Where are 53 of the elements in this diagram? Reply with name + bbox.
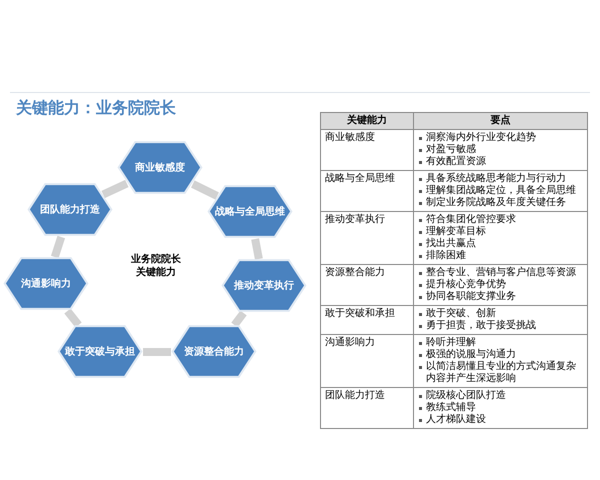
hexagon-node [221, 259, 307, 313]
connector-bar [101, 180, 129, 198]
bullet-item: 具备系统战略思考能力与行动力 [418, 173, 583, 185]
connector-bar [50, 236, 66, 258]
hexagon-label: 商业敏感度 [134, 162, 186, 174]
bullet-item: 院级核心团队打造 [418, 390, 583, 402]
hexagon-label: 团队能力打造 [39, 204, 101, 216]
bullet-item: 提升核心竞争优势 [418, 279, 583, 291]
page-title: 关键能力：业务院院长 [16, 98, 176, 119]
table-cell: 沟通影响力 [320, 334, 414, 388]
center-label: 业务院院长关键能力 [130, 253, 182, 279]
bullet-item: 整合专业、营销与客户信息等资源 [418, 267, 583, 279]
bullet-item: 找出共赢点 [418, 238, 583, 250]
hexagon-node [57, 325, 143, 379]
table-cell: 团队能力打造 [320, 388, 414, 428]
bullet-item: 人才梯队建设 [418, 414, 583, 426]
bullet-item: 教练式辅导 [418, 402, 583, 414]
hexagon-label: 敢于突破与承担 [65, 346, 135, 358]
bullet-item: 聆听并理解 [418, 337, 583, 349]
hexagon-node [117, 141, 203, 195]
bullet-item: 协同各职能支撑业务 [418, 291, 583, 303]
hexagon-node [3, 257, 89, 311]
connector-bar [231, 310, 247, 328]
hexagon-node [171, 325, 257, 379]
table-header-cell: 要点 [414, 112, 588, 130]
bullet-item: 极强的说服与沟通力 [418, 349, 583, 361]
bullet-item: 制定业务院战略及年度关键任务 [418, 197, 583, 209]
connector-bar [64, 308, 82, 328]
bullet-item: 理解集团战略定位，具备全局思维 [418, 185, 583, 197]
bullet-item: 以简洁易懂且专业的方式沟通复杂内容并产生深远影响 [418, 361, 583, 385]
bullet-item: 理解变革目标 [418, 226, 583, 238]
hexagon-node [27, 183, 113, 237]
table-cell: 战略与全局思维 [320, 170, 414, 212]
connector-bar [191, 180, 219, 200]
connector-bar [251, 238, 263, 260]
bullet-item: 有效配置资源 [418, 156, 583, 168]
table-header-cell: 关键能力 [320, 112, 414, 130]
hexagon-node [207, 185, 293, 239]
bullet-item: 符合集团化管控要求 [418, 214, 583, 226]
hexagon-label: 战略与全局思维 [215, 206, 285, 218]
bullet-item: 勇于担责，敢于接受挑战 [418, 320, 583, 332]
table-cell: 资源整合能力 [320, 264, 414, 306]
hexagon-label: 沟通影响力 [20, 278, 72, 290]
bullet-item: 对盈亏敏感 [418, 144, 583, 156]
hexagon-label: 资源整合能力 [183, 346, 245, 358]
hexagon-label: 推动变革执行 [232, 280, 295, 292]
bullet-item: 洞察海内外行业变化趋势 [418, 132, 583, 144]
table-cell: 敢于突破和承担 [320, 306, 414, 334]
bullet-item: 排除困难 [418, 250, 583, 262]
table-cell: 商业敏感度 [320, 130, 414, 170]
connector-bar [143, 348, 171, 356]
bullet-item: 敢于突破、创新 [418, 308, 583, 320]
table-cell: 推动变革执行 [320, 212, 414, 264]
